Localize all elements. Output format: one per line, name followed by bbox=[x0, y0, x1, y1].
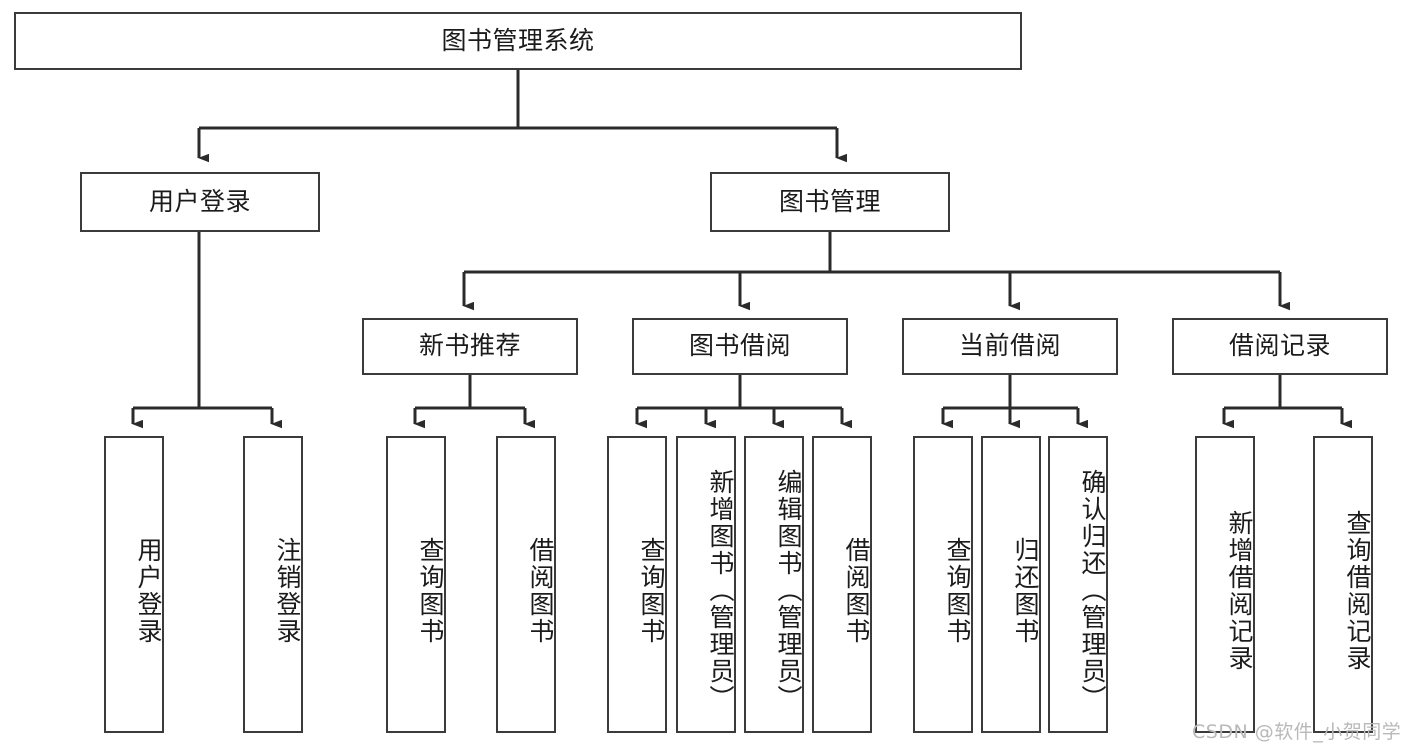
node-leaf-query-book-3-label: 查询图书 bbox=[943, 536, 972, 645]
node-new-book-recommend-label: 新书推荐 bbox=[418, 331, 521, 361]
node-user-login-label: 用户登录 bbox=[148, 186, 251, 216]
node-leaf-borrow-book-1-label: 借阅图书 bbox=[526, 536, 555, 645]
node-leaf-add-book[interactable]: 新增图书（管理员） bbox=[676, 436, 736, 733]
node-leaf-add-record[interactable]: 新增借阅记录 bbox=[1195, 436, 1255, 733]
node-leaf-return-book-label: 归还图书 bbox=[1011, 536, 1040, 645]
node-leaf-query-book-2-label: 查询图书 bbox=[637, 536, 666, 645]
node-leaf-add-book-label: 新增图书（管理员） bbox=[706, 469, 735, 712]
node-book-borrow[interactable]: 图书借阅 bbox=[632, 318, 848, 375]
node-root-label: 图书管理系统 bbox=[441, 25, 595, 55]
node-leaf-add-record-label: 新增借阅记录 bbox=[1225, 509, 1254, 672]
node-book-management[interactable]: 图书管理 bbox=[710, 172, 950, 232]
node-book-borrow-label: 图书借阅 bbox=[688, 331, 791, 361]
node-leaf-borrow-book-2-label: 借阅图书 bbox=[842, 536, 871, 645]
node-user-login[interactable]: 用户登录 bbox=[80, 172, 320, 232]
node-current-borrow-label: 当前借阅 bbox=[958, 331, 1061, 361]
node-borrow-record-label: 借阅记录 bbox=[1228, 331, 1331, 361]
node-leaf-edit-book[interactable]: 编辑图书（管理员） bbox=[744, 436, 804, 733]
node-leaf-query-book-3[interactable]: 查询图书 bbox=[913, 436, 973, 733]
node-leaf-query-book-1[interactable]: 查询图书 bbox=[386, 436, 446, 733]
node-leaf-edit-book-label: 编辑图书（管理员） bbox=[774, 469, 803, 712]
node-leaf-return-book[interactable]: 归还图书 bbox=[981, 436, 1041, 733]
node-leaf-query-book-2[interactable]: 查询图书 bbox=[607, 436, 667, 733]
node-leaf-query-book-1-label: 查询图书 bbox=[416, 536, 445, 645]
node-leaf-query-record-label: 查询借阅记录 bbox=[1343, 509, 1372, 672]
node-leaf-user-login-label: 用户登录 bbox=[134, 536, 163, 645]
node-new-book-recommend[interactable]: 新书推荐 bbox=[362, 318, 578, 375]
node-borrow-record[interactable]: 借阅记录 bbox=[1172, 318, 1388, 375]
node-leaf-query-record[interactable]: 查询借阅记录 bbox=[1313, 436, 1373, 733]
node-root[interactable]: 图书管理系统 bbox=[14, 12, 1022, 70]
node-leaf-user-logout-label: 注销登录 bbox=[273, 536, 302, 645]
node-leaf-confirm-return[interactable]: 确认归还（管理员） bbox=[1048, 436, 1108, 733]
node-leaf-user-login[interactable]: 用户登录 bbox=[104, 436, 164, 733]
csdn-watermark: CSDN @软件_小贺同学 bbox=[1192, 721, 1402, 743]
node-leaf-borrow-book-1[interactable]: 借阅图书 bbox=[496, 436, 556, 733]
node-leaf-confirm-return-label: 确认归还（管理员） bbox=[1078, 469, 1107, 712]
node-leaf-borrow-book-2[interactable]: 借阅图书 bbox=[812, 436, 872, 733]
node-book-management-label: 图书管理 bbox=[778, 186, 881, 216]
node-current-borrow[interactable]: 当前借阅 bbox=[902, 318, 1118, 375]
node-leaf-user-logout[interactable]: 注销登录 bbox=[243, 436, 303, 733]
